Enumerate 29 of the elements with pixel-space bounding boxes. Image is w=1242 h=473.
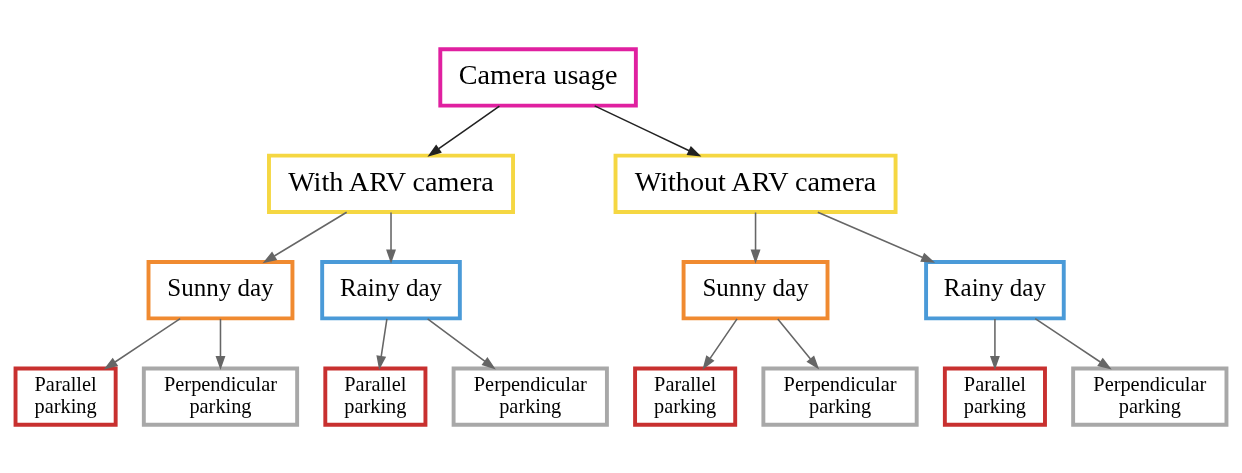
node-box: Sunny day <box>146 259 295 320</box>
node-box: Parallel parking <box>633 365 738 427</box>
node-box: Without ARV camera <box>613 153 898 214</box>
node-box: Rainy day <box>924 259 1066 320</box>
arrow <box>750 211 761 264</box>
node-box: Sunny day <box>681 259 830 320</box>
arrow <box>386 211 396 264</box>
arrow <box>593 104 702 157</box>
arrow <box>817 210 936 263</box>
arrow <box>426 317 496 369</box>
arrow <box>702 317 738 370</box>
node-box: Rainy day <box>320 259 462 320</box>
arrow <box>776 317 820 370</box>
node-box: Perpendicular parking <box>451 365 609 427</box>
node-box: Perpendicular parking <box>761 365 919 427</box>
node-box: Parallel parking <box>323 365 428 427</box>
node-box: Perpendicular parking <box>1071 365 1229 427</box>
node-box: With ARV camera <box>267 153 515 214</box>
arrow <box>262 210 348 263</box>
node-box: Perpendicular parking <box>141 365 300 427</box>
node-box: Camera usage <box>438 46 638 108</box>
node-box: Parallel parking <box>13 365 118 427</box>
node-box: Parallel parking <box>942 365 1047 427</box>
arrow <box>427 104 501 157</box>
arrow <box>990 317 1000 370</box>
arrow <box>376 317 388 370</box>
arrow <box>103 317 181 370</box>
arrow <box>1034 317 1112 370</box>
arrow <box>215 317 226 370</box>
